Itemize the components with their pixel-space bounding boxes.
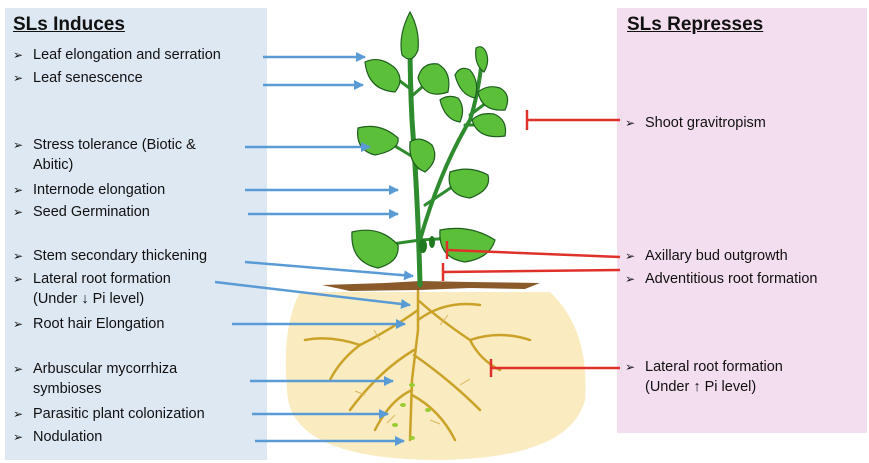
- induces-item-parasitic-colonization: ➢Parasitic plant colonization: [13, 404, 205, 424]
- repress-arrow: [443, 270, 620, 272]
- leaf: [455, 68, 477, 98]
- soil-area: [286, 292, 586, 460]
- bullet-icon: ➢: [13, 246, 33, 266]
- bullet-icon: ➢: [13, 180, 33, 200]
- leaf: [440, 96, 463, 122]
- bullet-icon: ➢: [13, 427, 33, 447]
- bullet-icon: ➢: [13, 135, 33, 155]
- induces-item-root-hair: ➢Root hair Elongation: [13, 314, 164, 334]
- bullet-icon: ➢: [625, 357, 645, 377]
- leaves: [352, 12, 508, 268]
- induces-item-leaf-senescence: ➢Leaf senescence: [13, 68, 143, 88]
- leaf: [418, 64, 449, 94]
- represses-item-axillary-bud: ➢Axillary bud outgrowth: [625, 246, 788, 266]
- induces-item-nodulation: ➢Nodulation: [13, 427, 102, 447]
- induces-item-mycorrhiza: ➢Arbuscular mycorrhiza symbioses: [13, 359, 177, 399]
- bullet-icon: ➢: [625, 113, 645, 133]
- induces-item-stress-tolerance: ➢Stress tolerance (Biotic & Abitic): [13, 135, 196, 175]
- bullet-icon: ➢: [13, 269, 33, 289]
- induces-item-leaf-elongation: ➢Leaf elongation and serration: [13, 45, 221, 65]
- leaf: [401, 12, 418, 59]
- leaf: [358, 126, 399, 155]
- represses-item-lateral-root: ➢Lateral root formation (Under ↑ Pi leve…: [625, 357, 783, 397]
- bullet-icon: ➢: [13, 314, 33, 334]
- bullet-icon: ➢: [13, 68, 33, 88]
- bullet-icon: ➢: [625, 269, 645, 289]
- induces-item-lateral-root: ➢Lateral root formation (Under ↓ Pi leve…: [13, 269, 171, 309]
- bullet-icon: ➢: [13, 202, 33, 222]
- bullet-icon: ➢: [13, 359, 33, 379]
- leaf: [365, 60, 400, 92]
- induces-title: SLs Induces: [13, 14, 125, 36]
- induces-item-internode-elongation: ➢Internode elongation: [13, 180, 165, 200]
- bullet-icon: ➢: [13, 45, 33, 65]
- leaf: [472, 114, 506, 137]
- represses-item-shoot-gravitropism: ➢Shoot gravitropism: [625, 113, 766, 133]
- induces-item-seed-germination: ➢Seed Germination: [13, 202, 150, 222]
- bullet-icon: ➢: [625, 246, 645, 266]
- represses-title: SLs Represses: [627, 14, 763, 36]
- leaf: [476, 47, 488, 72]
- leaf: [449, 169, 488, 198]
- ground-line: [322, 281, 540, 291]
- bullet-icon: ➢: [13, 404, 33, 424]
- induces-item-stem-thickening: ➢Stem secondary thickening: [13, 246, 207, 266]
- leaf: [352, 230, 398, 268]
- represses-item-adventitious-root: ➢Adventitious root formation: [625, 269, 817, 289]
